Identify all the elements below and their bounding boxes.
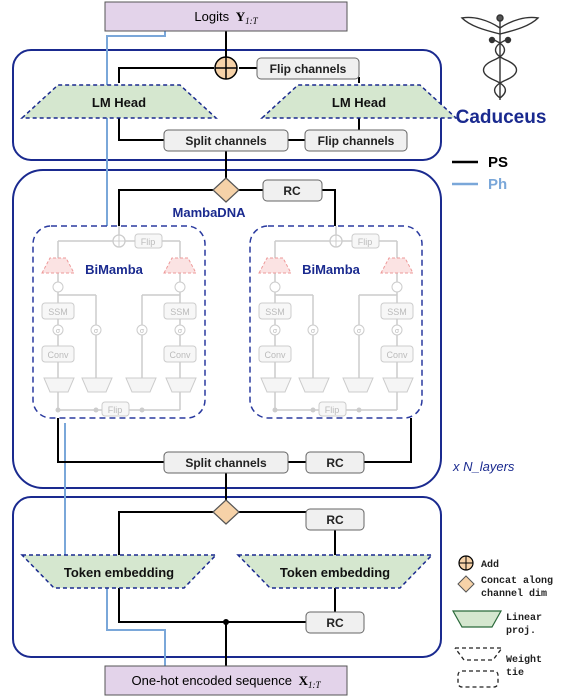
svg-text:One-hot encoded sequence: One-hot encoded sequence X1:T xyxy=(132,673,322,690)
svg-text:Logits Y1:T: Logits Y1:T xyxy=(194,9,258,26)
svg-text:BiMamba: BiMamba xyxy=(302,262,361,277)
svg-text:σ: σ xyxy=(178,328,183,335)
ps-path-head xyxy=(118,30,360,182)
concat-diamond-embed xyxy=(212,499,240,525)
rc-box-embed-bottom: RC xyxy=(305,611,365,634)
input-label: One-hot encoded sequence xyxy=(132,673,292,688)
lm-head-right: LM Head xyxy=(260,84,458,119)
add-icon xyxy=(214,56,238,80)
concat-diamond-mamba xyxy=(212,177,240,203)
bimamba-left: Flip BiMamba SSM SSM σ σ σ σ Conv Conv F… xyxy=(32,225,206,419)
svg-text:Conv: Conv xyxy=(169,350,191,360)
legend-linear-icon xyxy=(451,610,503,628)
svg-text:Split channels: Split channels xyxy=(185,456,267,470)
svg-text:RC: RC xyxy=(283,184,301,198)
svg-text:SSM: SSM xyxy=(387,307,407,317)
logits-label: Logits xyxy=(194,9,229,24)
svg-text:Token embedding: Token embedding xyxy=(64,565,174,580)
rc-box-embed-top: RC xyxy=(305,508,365,531)
svg-text:Flip: Flip xyxy=(108,405,123,415)
svg-text:Split channels: Split channels xyxy=(185,134,267,148)
svg-text:σ: σ xyxy=(311,328,316,335)
ps-path-mamba xyxy=(57,189,412,500)
symbol-legend: Add Concat along channel dim Linear proj… xyxy=(451,555,553,688)
svg-text:RC: RC xyxy=(326,456,344,470)
svg-text:Flip: Flip xyxy=(141,237,156,247)
svg-text:Flip channels: Flip channels xyxy=(318,134,395,148)
line-legend: PS Ph xyxy=(452,154,508,193)
split-channels-mamba: Split channels xyxy=(163,451,289,474)
svg-text:σ: σ xyxy=(140,328,145,335)
bimamba-right: Flip BiMamba SSM SSM σ σ σ σ Conv Conv F… xyxy=(249,225,423,419)
branch-dot xyxy=(223,619,229,625)
svg-text:σ: σ xyxy=(273,328,278,335)
svg-text:SSM: SSM xyxy=(48,307,68,317)
split-channels-head: Split channels xyxy=(163,129,289,152)
svg-text:Flip: Flip xyxy=(358,237,373,247)
ph-label: Ph xyxy=(488,176,507,193)
svg-text:RC: RC xyxy=(326,513,344,527)
legend-weight-tie-icon xyxy=(454,647,504,688)
caduceus-icon xyxy=(460,14,540,100)
one-hot-input-box: One-hot encoded sequence X1:T xyxy=(104,665,348,696)
svg-text:Conv: Conv xyxy=(386,350,408,360)
rc-box-mamba-top: RC xyxy=(262,179,323,202)
legend-concat-label-1: Concat along xyxy=(481,575,553,587)
svg-text:BiMamba: BiMamba xyxy=(85,262,144,277)
ph-path xyxy=(64,30,166,666)
legend-concat-label-2: channel dim xyxy=(481,588,547,600)
svg-text:σ: σ xyxy=(56,328,61,335)
caduceus-title: Caduceus xyxy=(456,107,547,128)
token-embedding-left: Token embedding xyxy=(20,554,218,589)
logits-output-box: Logits Y1:T xyxy=(104,1,348,32)
svg-text:σ: σ xyxy=(357,328,362,335)
svg-text:Conv: Conv xyxy=(47,350,69,360)
mambadna-title: MambaDNA xyxy=(173,205,247,220)
flip-channels-bottom: Flip channels xyxy=(304,129,408,152)
legend-linear-label-2: proj. xyxy=(506,625,536,637)
ps-label: PS xyxy=(488,154,508,171)
legend-linear-label-1: Linear xyxy=(506,612,542,624)
svg-text:SSM: SSM xyxy=(170,307,190,317)
flip-channels-top: Flip channels xyxy=(256,57,360,80)
legend-add-label: Add xyxy=(481,559,499,571)
legend-add-icon xyxy=(458,555,474,571)
svg-text:Flip: Flip xyxy=(325,405,340,415)
rc-box-mamba-bottom: RC xyxy=(305,451,365,474)
ps-path-embed xyxy=(118,511,336,666)
svg-text:Token embedding: Token embedding xyxy=(280,565,390,580)
n-layers-label: x N_layers xyxy=(452,459,515,474)
svg-text:SSM: SSM xyxy=(265,307,285,317)
svg-text:σ: σ xyxy=(94,328,99,335)
token-embedding-right: Token embedding xyxy=(236,554,434,589)
svg-text:Flip channels: Flip channels xyxy=(270,62,347,76)
svg-text:LM Head: LM Head xyxy=(332,95,386,110)
lm-head-left: LM Head xyxy=(20,84,218,119)
svg-text:Conv: Conv xyxy=(264,350,286,360)
legend-weight-label-2: tie xyxy=(506,667,524,679)
legend-weight-label-1: Weight xyxy=(506,654,542,666)
svg-text:σ: σ xyxy=(395,328,400,335)
svg-text:LM Head: LM Head xyxy=(92,95,146,110)
svg-text:RC: RC xyxy=(326,616,344,630)
legend-concat-icon xyxy=(457,575,475,593)
